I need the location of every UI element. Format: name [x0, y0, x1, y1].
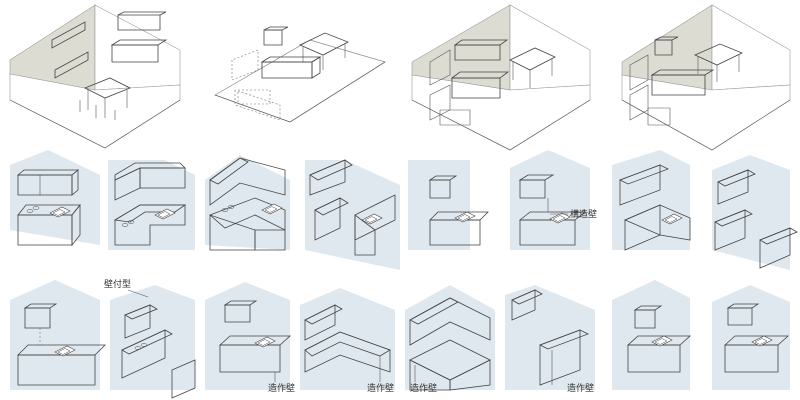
- kitchen-type-r2-4: [305, 159, 400, 270]
- kitchen-type-r3-5: [405, 285, 495, 391]
- kitchen-type-r3-4: [300, 288, 395, 390]
- label-zousaku-kabe-4: 造作壁: [567, 382, 594, 394]
- kitchen-type-r2-1: [10, 150, 100, 247]
- room-view-2: [214, 26, 386, 123]
- kitchen-type-r3-6: [505, 285, 595, 390]
- label-zousaku-kabe-2: 造作壁: [367, 382, 394, 394]
- label-zousaku-kabe-3: 造作壁: [410, 382, 437, 394]
- room-view-4: [621, 4, 791, 151]
- room-view-1: [9, 4, 181, 149]
- kitchen-type-r2-2: [108, 160, 195, 250]
- kitchen-type-r3-1: [10, 280, 106, 390]
- kitchen-type-r2-6: [510, 150, 590, 250]
- kitchen-type-r3-7: [612, 280, 692, 390]
- kitchen-type-r2-3: [205, 155, 290, 251]
- room-view-3: [411, 4, 591, 151]
- kitchen-type-r3-2: [110, 285, 196, 399]
- label-zousaku-kabe-1: 造作壁: [268, 382, 295, 394]
- kitchen-type-r2-7: [612, 150, 691, 251]
- kitchen-type-r2-5: [408, 160, 489, 250]
- kitchen-type-r2-8: [712, 155, 798, 270]
- label-kabetsuki-gata: 壁付型: [104, 278, 131, 290]
- kitchen-type-r3-8: [712, 285, 790, 390]
- kitchen-type-r3-3: [205, 282, 292, 390]
- label-kouzou-kabe: 構造壁: [570, 208, 597, 220]
